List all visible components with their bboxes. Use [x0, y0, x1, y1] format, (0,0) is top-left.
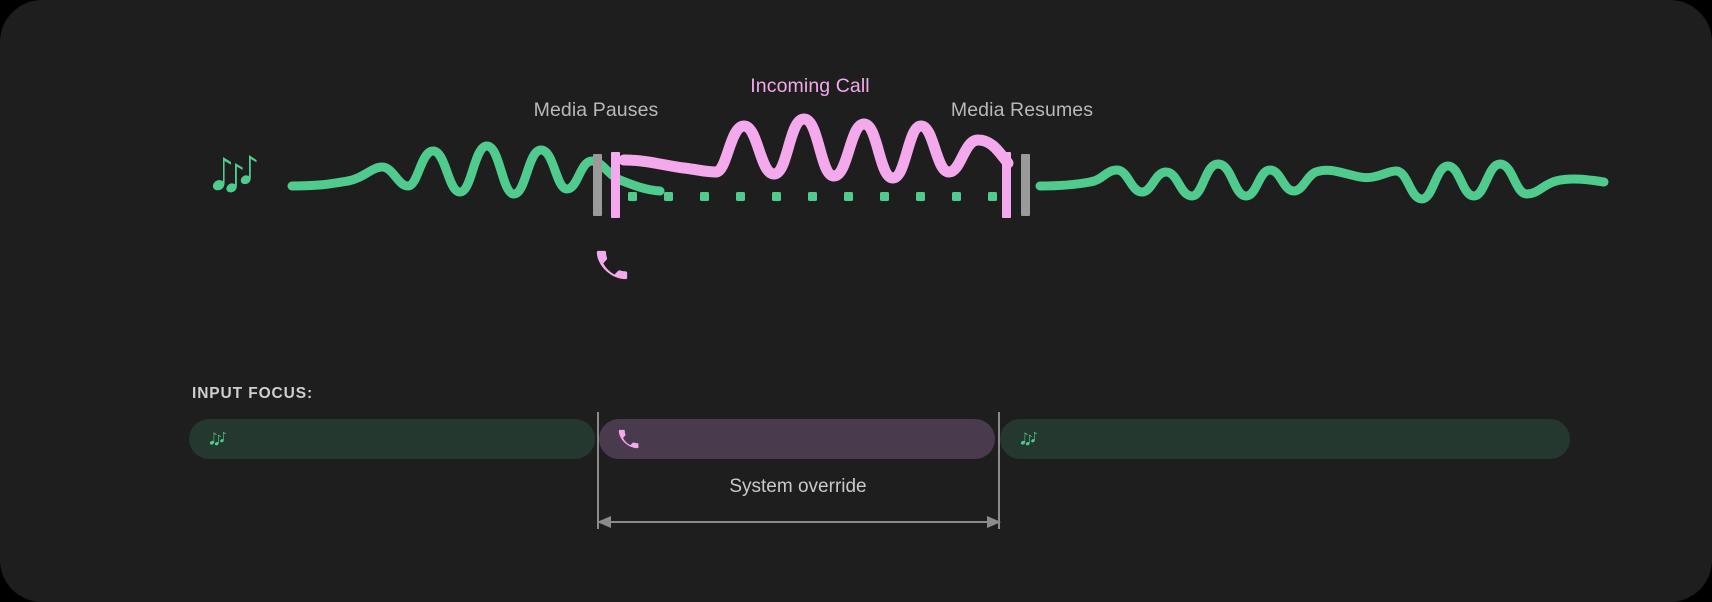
phone-icon — [596, 250, 628, 280]
music-notes-icon — [212, 152, 257, 193]
marker-pause-gray — [593, 154, 602, 216]
marker-resume-gray — [1021, 154, 1030, 216]
input-focus-section: INPUT FOCUS: — [0, 366, 1712, 602]
dotted-baseline-suppressed-media — [628, 192, 997, 201]
label-media-pauses: Media Pauses — [533, 99, 659, 121]
label-incoming-call: Incoming Call — [750, 75, 870, 97]
marker-resume-pink — [1002, 152, 1011, 218]
input-focus-title: INPUT FOCUS: — [192, 385, 314, 402]
focus-bar-media-before[interactable] — [189, 419, 595, 459]
label-media-resumes: Media Resumes — [950, 99, 1094, 121]
system-override-label: System override — [729, 476, 867, 497]
waveform-canvas — [287, 113, 1609, 218]
call-wave — [618, 113, 1014, 184]
music-notes-icon — [1020, 430, 1037, 446]
focus-bar-media-after[interactable] — [1000, 419, 1570, 459]
double-headed-arrow-icon — [597, 516, 1001, 528]
override-guide-left — [597, 412, 599, 529]
media-wave-before — [287, 141, 665, 199]
marker-pause-pink — [611, 152, 620, 218]
override-guide-right — [998, 412, 1000, 529]
audio-timeline: Media Pauses Incoming Call Media Resumes — [212, 75, 1609, 280]
phone-icon — [618, 429, 639, 449]
music-notes-icon — [209, 430, 226, 446]
focus-bar-call[interactable] — [599, 419, 995, 459]
media-wave-after — [1035, 159, 1609, 204]
